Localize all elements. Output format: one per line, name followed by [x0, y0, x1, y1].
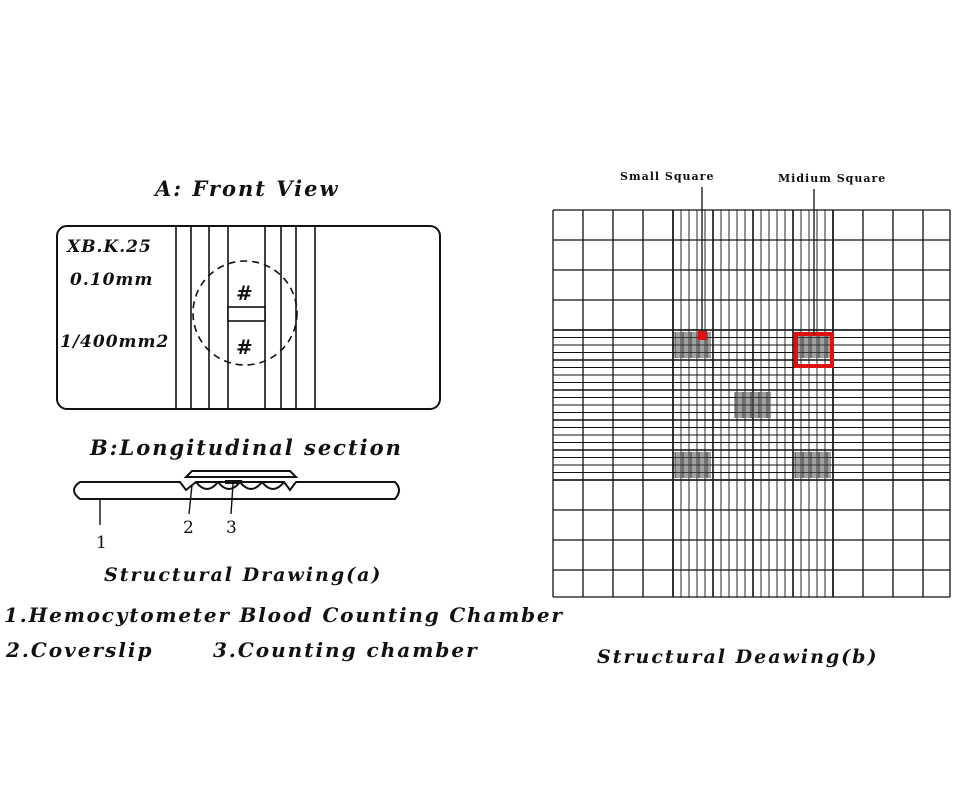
legend-item-2: 2.Coverslip — [6, 638, 154, 662]
slide-area-label: 1/400mm2 — [60, 332, 170, 352]
medium-square-highlight — [794, 332, 834, 368]
marker-1: 1 — [96, 533, 109, 553]
slide-body — [73, 481, 400, 500]
dense-counting-square — [795, 332, 831, 358]
legend-item-3: 3.Counting chamber — [213, 638, 479, 662]
longitudinal-section-drawing — [73, 470, 400, 525]
caption-a: Structural Drawing(a) — [104, 564, 383, 586]
small-square-label: Small Square — [620, 170, 715, 183]
small-square-highlight — [698, 331, 707, 340]
leader-line-2 — [188, 484, 193, 515]
leader-line-3 — [230, 483, 234, 515]
slide-vertical-lines — [175, 227, 316, 408]
legend-item-1: 1.Hemocytometer Blood Counting Chamber — [4, 603, 564, 627]
slide-depth-label: 0.10mm — [70, 270, 154, 290]
hemocytometer-grid — [552, 187, 951, 598]
slide-code-label: XB.K.25 — [67, 237, 152, 257]
dense-counting-square — [675, 332, 711, 358]
dense-counting-square — [675, 452, 711, 478]
longitudinal-section-title: B:Longitudinal section — [90, 435, 403, 460]
medium-square-label: Midium Square — [778, 172, 887, 185]
lower-grid-mark: # — [236, 335, 253, 359]
caption-b: Structural Deawing(b) — [597, 646, 879, 668]
upper-grid-mark: # — [236, 281, 253, 305]
marker-3: 3 — [226, 518, 239, 538]
dense-counting-square — [735, 392, 771, 418]
dense-counting-square — [795, 452, 831, 478]
chamber-wells — [195, 481, 285, 490]
chamber-divider — [227, 306, 266, 322]
marker-2: 2 — [183, 518, 196, 538]
front-view-title: A: Front View — [155, 176, 340, 201]
coverslip-profile — [183, 470, 299, 478]
